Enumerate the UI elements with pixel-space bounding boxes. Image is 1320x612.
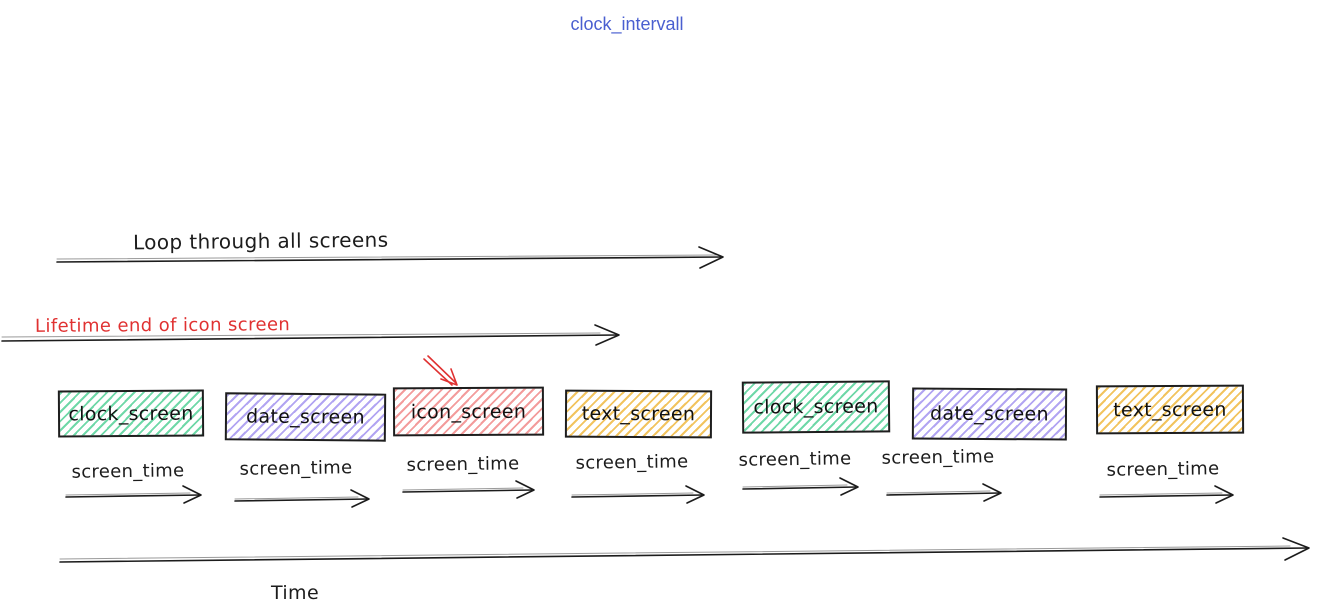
screen-box-label: clock_screen — [68, 402, 194, 425]
screen-box-clock-2: clock_screen — [741, 380, 891, 434]
time-axis-label: Time — [270, 582, 320, 604]
screen-box-label: text_screen — [581, 402, 696, 426]
time-axis-arrow — [59, 537, 1310, 563]
icon-screen-pointer-arrow — [423, 355, 458, 386]
screen-time-label: screen_time — [881, 446, 995, 469]
diagram-title: clock_intervall — [570, 14, 684, 34]
screen-time-arrow — [402, 480, 535, 499]
screen-box-text-1: text_screen — [564, 389, 713, 439]
screen-time-arrow — [571, 485, 705, 504]
screen-box-label: text_screen — [1113, 398, 1227, 421]
loop-arrow — [56, 246, 724, 269]
screen-box-label: date_screen — [246, 405, 365, 429]
screen-box-date-2: date_screen — [911, 387, 1068, 441]
screen-time-label: screen_time — [738, 448, 852, 471]
lifetime-arrow-label: Lifetime end of icon screen — [34, 314, 291, 337]
screen-box-label: clock_screen — [753, 395, 879, 419]
screen-time-arrow — [1099, 485, 1234, 504]
screen-time-label: screen_time — [239, 457, 353, 480]
screen-time-arrow — [742, 477, 859, 496]
screen-box-label: icon_screen — [410, 400, 527, 423]
lifetime-arrow — [1, 324, 620, 346]
screen-box-label: date_screen — [930, 402, 1049, 426]
screen-time-arrow — [886, 483, 1002, 502]
screen-box-icon: icon_screen — [392, 386, 545, 437]
screen-box-text-2: text_screen — [1095, 384, 1245, 435]
screen-time-label: screen_time — [1106, 458, 1220, 481]
screen-box-clock-1: clock_screen — [57, 389, 205, 438]
loop-arrow-label: Loop through all screens — [132, 227, 389, 255]
screen-time-label: screen_time — [575, 451, 689, 474]
screen-box-date-1: date_screen — [224, 392, 387, 442]
screen-time-label: screen_time — [71, 460, 185, 483]
screen-time-label: screen_time — [406, 453, 520, 476]
screen-time-arrow — [65, 485, 202, 504]
screen-time-arrow — [234, 489, 370, 508]
